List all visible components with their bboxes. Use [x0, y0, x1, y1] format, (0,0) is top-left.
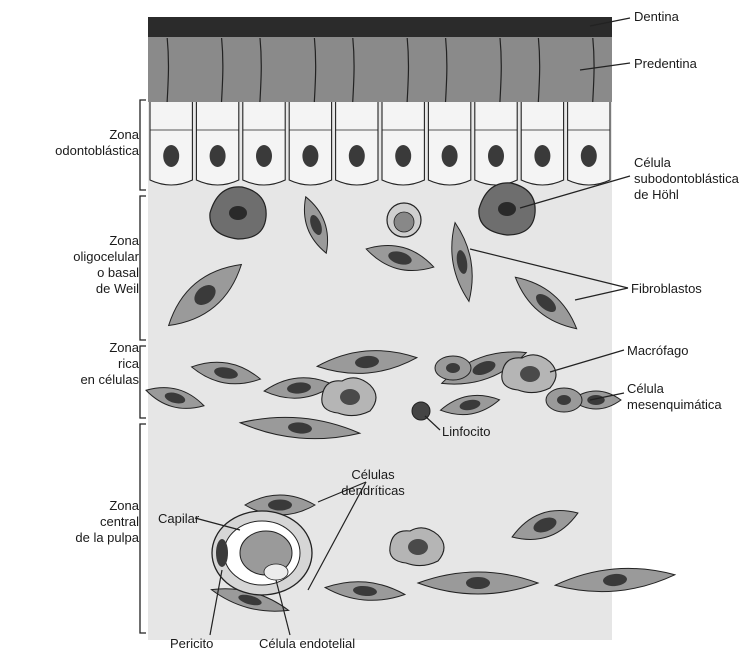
- pericyte: [216, 539, 228, 567]
- odontoblast-nucleus: [210, 145, 226, 167]
- odontoblast-cell: [289, 102, 331, 185]
- zone-brackets: [140, 100, 146, 633]
- label-line: rica: [80, 356, 139, 372]
- label-line: Célula: [627, 381, 722, 397]
- label-linfocito: Linfocito: [442, 424, 490, 440]
- endothelial-cell: [264, 564, 288, 580]
- label-line: en células: [80, 372, 139, 388]
- label-capilar: Capilar: [158, 511, 199, 527]
- label-fibroblastos: Fibroblastos: [631, 281, 702, 297]
- fibroblast-nucleus: [587, 395, 605, 405]
- label-line: Célula: [634, 155, 739, 171]
- label-zona-rica: Zona rica en células: [80, 340, 139, 388]
- mesenchymal-nucleus: [557, 395, 571, 405]
- odontoblast-cell: [196, 102, 238, 185]
- zone-bracket: [140, 424, 146, 633]
- zone-bracket: [140, 196, 146, 340]
- label-line: odontoblástica: [55, 143, 139, 159]
- zone-bracket: [140, 100, 146, 190]
- odontoblast-nucleus: [442, 145, 458, 167]
- label-predentina: Predentina: [634, 56, 697, 72]
- label-zona-oligocelular: Zona oligocelular o basal de Weil: [73, 233, 139, 297]
- label-celula-mesenquimatica: Célula mesenquimática: [627, 381, 722, 413]
- odontoblast-cell: [428, 102, 470, 185]
- label-line: mesenquimática: [627, 397, 722, 413]
- label-line: oligocelular: [73, 249, 139, 265]
- label-line: Zona: [55, 127, 139, 143]
- odontoblast-nucleus: [302, 145, 318, 167]
- label-celula-hohl: Célula subodontoblástica de Höhl: [634, 155, 739, 203]
- label-line: de Höhl: [634, 187, 739, 203]
- odontoblast-nucleus: [163, 145, 179, 167]
- mesenchymal-nucleus: [446, 363, 460, 373]
- macrophage-nucleus: [340, 389, 360, 405]
- label-celula-endotelial: Célula endotelial: [259, 636, 355, 652]
- label-line: dendríticas: [333, 483, 413, 499]
- fibroblast-nucleus: [466, 577, 490, 589]
- odontoblast-cell: [382, 102, 424, 185]
- label-line: subodontoblástica: [634, 171, 739, 187]
- odontoblast-cell: [568, 102, 610, 185]
- fibroblast-nucleus: [268, 500, 292, 511]
- odontoblast-cell: [243, 102, 285, 185]
- label-line: Zona: [75, 498, 139, 514]
- macrophage-nucleus: [408, 539, 428, 555]
- label-pericito: Pericito: [170, 636, 213, 652]
- odontoblast-nucleus: [395, 145, 411, 167]
- odontoblast-nucleus: [534, 145, 550, 167]
- label-line: Zona: [73, 233, 139, 249]
- odontoblast-nucleus: [349, 145, 365, 167]
- label-line: de la pulpa: [75, 530, 139, 546]
- label-macrofago: Macrófago: [627, 343, 688, 359]
- label-zona-central: Zona central de la pulpa: [75, 498, 139, 546]
- lymphocyte-top-nucleus: [394, 212, 414, 232]
- label-dentina: Dentina: [634, 9, 679, 25]
- odontoblast-nucleus: [488, 145, 504, 167]
- lymphocyte: [412, 402, 430, 420]
- hohl-nucleus: [498, 202, 516, 216]
- odontoblast-cell: [475, 102, 517, 185]
- dentin-layer: [148, 17, 612, 37]
- label-line: central: [75, 514, 139, 530]
- hohl-nucleus: [229, 206, 247, 220]
- label-line: o basal: [73, 265, 139, 281]
- odontoblast-cell: [336, 102, 378, 185]
- odontoblast-nucleus: [256, 145, 272, 167]
- label-line: Células: [333, 467, 413, 483]
- macrophage-nucleus: [520, 366, 540, 382]
- zone-bracket: [140, 346, 146, 418]
- predentin-layer: [148, 37, 612, 102]
- label-line: Zona: [80, 340, 139, 356]
- label-zona-odontoblastica: Zona odontoblástica: [55, 127, 139, 159]
- odontoblast-nucleus: [581, 145, 597, 167]
- odontoblast-cell: [150, 102, 192, 185]
- label-line: de Weil: [73, 281, 139, 297]
- odontoblast-cell: [521, 102, 563, 185]
- label-celulas-dendriticas: Células dendríticas: [333, 467, 413, 499]
